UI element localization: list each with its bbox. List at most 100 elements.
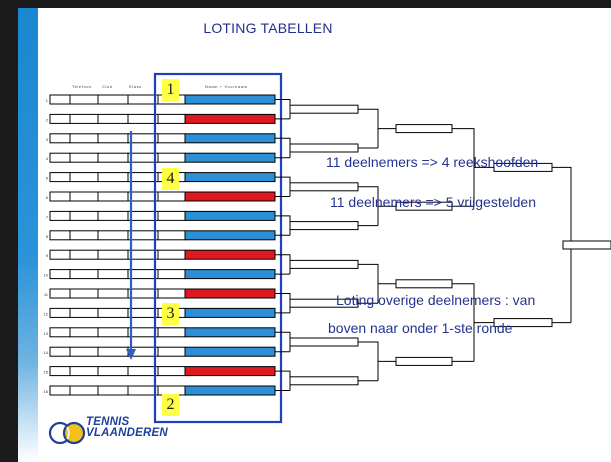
round2-slot [289, 182, 359, 192]
player-slot [184, 191, 276, 202]
note-seeds: 11 deelnemers => 4 reekshoofden [326, 154, 539, 170]
row-number: 13 [44, 331, 49, 336]
row-number: 4 [46, 156, 49, 161]
round2-slot [289, 376, 359, 386]
row-number: 1 [46, 98, 49, 103]
cell-club [97, 346, 129, 357]
header-klass: Klass. [129, 84, 144, 89]
note-draw-line2: boven naar onder 1-ste ronde [328, 320, 513, 336]
player-slot [184, 152, 276, 163]
player-slot [184, 366, 276, 377]
cell-seed [157, 230, 186, 241]
bracket-connector [358, 341, 396, 382]
player-slot [184, 113, 276, 124]
row-number: 6 [46, 195, 49, 200]
header-naam: Naam + Voornaam [205, 84, 248, 89]
player-slot [184, 133, 276, 144]
cell-klass [127, 366, 159, 377]
seed-box-4: 4 [162, 168, 179, 190]
cell-klass [127, 172, 159, 183]
logo-line1: TENNIS [86, 416, 130, 428]
round3-slot [395, 356, 453, 366]
cell-klass [127, 249, 159, 260]
cell-num [49, 230, 71, 241]
cell-telefoon [69, 288, 99, 299]
cell-seed [157, 210, 186, 221]
cell-num [49, 307, 71, 318]
row-number: 12 [44, 311, 49, 316]
cell-club [97, 113, 129, 124]
cell-telefoon [69, 366, 99, 377]
round2-slot [289, 104, 359, 114]
cell-telefoon [69, 307, 99, 318]
cell-club [97, 210, 129, 221]
row-number: 15 [44, 370, 49, 375]
cell-seed [157, 269, 186, 280]
player-slot [184, 307, 276, 318]
seed-box-3: 3 [162, 303, 179, 325]
cell-club [97, 385, 129, 396]
cell-club [97, 191, 129, 202]
final-slot [562, 240, 611, 250]
row-number: 9 [46, 253, 49, 258]
cell-klass [127, 113, 159, 124]
cell-num [49, 346, 71, 357]
bracket-connector [358, 263, 396, 304]
cell-klass [127, 269, 159, 280]
player-slot [184, 172, 276, 183]
cell-club [97, 327, 129, 338]
cell-num [49, 269, 71, 280]
cell-club [97, 269, 129, 280]
player-slot [184, 385, 276, 396]
cell-num [49, 366, 71, 377]
row-number: 11 [44, 292, 49, 297]
cell-club [97, 133, 129, 144]
tennis-vlaanderen-logo [48, 421, 86, 445]
cell-klass [127, 94, 159, 105]
round2-slot [289, 143, 359, 153]
cell-num [49, 113, 71, 124]
cell-seed [157, 249, 186, 260]
player-slot [184, 288, 276, 299]
draw-order-arrowhead [126, 349, 136, 360]
cell-telefoon [69, 133, 99, 144]
cell-seed [157, 327, 186, 338]
row-number: 2 [46, 117, 49, 122]
cell-num [49, 249, 71, 260]
player-slot [184, 269, 276, 280]
cell-seed [157, 152, 186, 163]
cell-telefoon [69, 230, 99, 241]
logo-line2: VLAANDEREN [86, 427, 168, 439]
player-slot [184, 94, 276, 105]
cell-telefoon [69, 249, 99, 260]
cell-telefoon [69, 269, 99, 280]
round3-slot [395, 279, 453, 289]
bracket-connector [452, 283, 494, 362]
player-slot [184, 327, 276, 338]
seed-box-2: 2 [162, 394, 179, 416]
cell-num [49, 172, 71, 183]
bracket-connector [275, 370, 291, 391]
note-draw-line1: Loting overige deelnemers : van [336, 292, 536, 308]
cell-klass [127, 152, 159, 163]
row-number: 8 [46, 234, 49, 239]
seed-box-1: 1 [162, 79, 179, 101]
cell-num [49, 210, 71, 221]
cell-club [97, 152, 129, 163]
cell-club [97, 172, 129, 183]
cell-klass [127, 210, 159, 221]
bracket-connector [275, 293, 291, 314]
cell-club [97, 249, 129, 260]
row-number: 5 [46, 176, 49, 181]
cell-num [49, 152, 71, 163]
cell-num [49, 327, 71, 338]
bracket-connector [275, 99, 291, 120]
accent-bar [18, 8, 38, 462]
cell-club [97, 288, 129, 299]
header-club: Club [102, 84, 113, 89]
cell-klass [127, 385, 159, 396]
slide: LOTING TABELLEN Telefoon Club Klass. Naa… [18, 8, 611, 462]
slide-title: LOTING TABELLEN [203, 20, 333, 36]
cell-telefoon [69, 172, 99, 183]
bracket-connector [275, 137, 291, 159]
